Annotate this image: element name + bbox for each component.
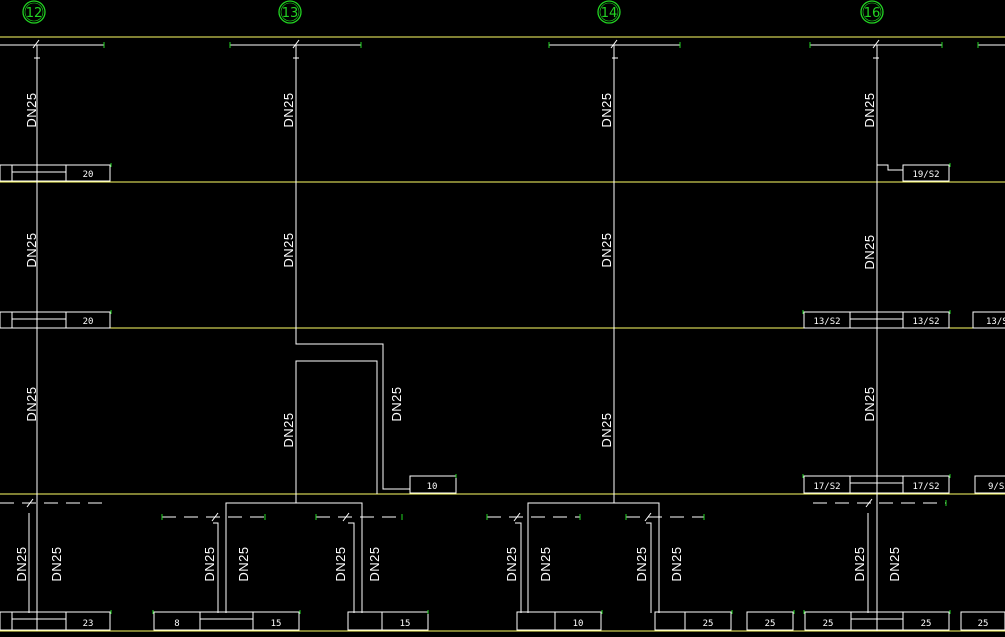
fixture-tag: 13/S2: [912, 317, 939, 327]
pipe-size-label: DN25: [862, 234, 877, 269]
fixture-end-ticks: [110, 163, 951, 614]
pipe-size-label: DN25: [24, 386, 39, 421]
fixture-tag: 19/S2: [912, 170, 939, 180]
pipe-size-label: DN25: [367, 546, 382, 581]
grid-bubble-16: 16: [860, 0, 884, 24]
grid-axis-label: 16: [864, 6, 881, 21]
fixture-tag: 8: [174, 619, 179, 629]
pipe-size-labels: DN25 DN25 DN25 DN25 DN25 DN25 DN25 DN25 …: [14, 92, 902, 581]
fixture-tag: 13/S: [986, 317, 1005, 327]
fixtures-level-1: [0, 164, 950, 182]
grid-bubble-14: 14: [597, 0, 621, 24]
floor-lines: [0, 36, 1005, 632]
fixture-tag: 9/S2: [988, 482, 1005, 492]
pipe-size-label: DN25: [24, 92, 39, 127]
fixture-tag: 13/S2: [813, 317, 840, 327]
pipe-size-label: DN25: [599, 412, 614, 447]
fixtures-bottom: [0, 611, 1005, 631]
grid-axis-label: 13: [282, 6, 299, 21]
fixture-tag: 17/S2: [813, 482, 840, 492]
fixture-tag: 10: [427, 482, 438, 492]
fixture-tag: 25: [921, 619, 932, 629]
fixture-tag: 10: [573, 619, 584, 629]
fixture-tag: 25: [765, 619, 776, 629]
fixture-tag: 25: [978, 619, 989, 629]
pipe-size-label: DN25: [538, 546, 553, 581]
fixture-tag: 25: [703, 619, 714, 629]
pipe-size-label: DN25: [333, 546, 348, 581]
top-header-ticks: [103, 42, 979, 48]
fixture-tag: 15: [271, 619, 282, 629]
lower-distribution-pipes: [26, 498, 873, 613]
pipe-size-label: DN25: [862, 386, 877, 421]
fixture-tag: 15: [400, 619, 411, 629]
pipe-size-label: DN25: [852, 546, 867, 581]
grid-bubbles: 12 13 14 16: [22, 0, 884, 24]
pipe-size-label: DN25: [24, 232, 39, 267]
grid-bubble-12: 12: [22, 0, 46, 24]
pipe-size-label: DN25: [887, 546, 902, 581]
pipe-size-label: DN25: [14, 546, 29, 581]
fixtures-level-3: [409, 475, 1005, 494]
pipe-size-label: DN25: [504, 546, 519, 581]
pipe-size-label: DN25: [281, 412, 296, 447]
fixtures-level-2: [0, 311, 1005, 329]
pipe-size-label: DN25: [669, 546, 684, 581]
riser-pipes: [36, 45, 903, 631]
pipe-size-label: DN25: [49, 546, 64, 581]
pipe-size-label: DN25: [281, 232, 296, 267]
fixture-tag: 25: [823, 619, 834, 629]
lower-dashed-ticks: [161, 500, 947, 520]
pipe-size-label: DN25: [599, 232, 614, 267]
pipe-size-label: DN25: [202, 546, 217, 581]
fixture-tag: 20: [83, 170, 94, 180]
pipe-size-label: DN25: [599, 92, 614, 127]
grid-axis-label: 14: [601, 6, 618, 21]
lower-dashed-headers: [0, 502, 946, 518]
top-header-pipes: [0, 39, 1005, 59]
fixture-tag: 17/S2: [912, 482, 939, 492]
pipe-size-label: DN25: [281, 92, 296, 127]
grid-axis-label: 12: [26, 6, 43, 21]
pipe-size-label: DN25: [862, 92, 877, 127]
fixture-tag: 23: [83, 619, 94, 629]
riser-13: [295, 45, 410, 490]
pipe-size-label: DN25: [389, 386, 404, 421]
grid-bubble-13: 13: [278, 0, 302, 24]
pipe-size-label: DN25: [634, 546, 649, 581]
pipe-size-label: DN25: [236, 546, 251, 581]
fixture-tag: 20: [83, 317, 94, 327]
